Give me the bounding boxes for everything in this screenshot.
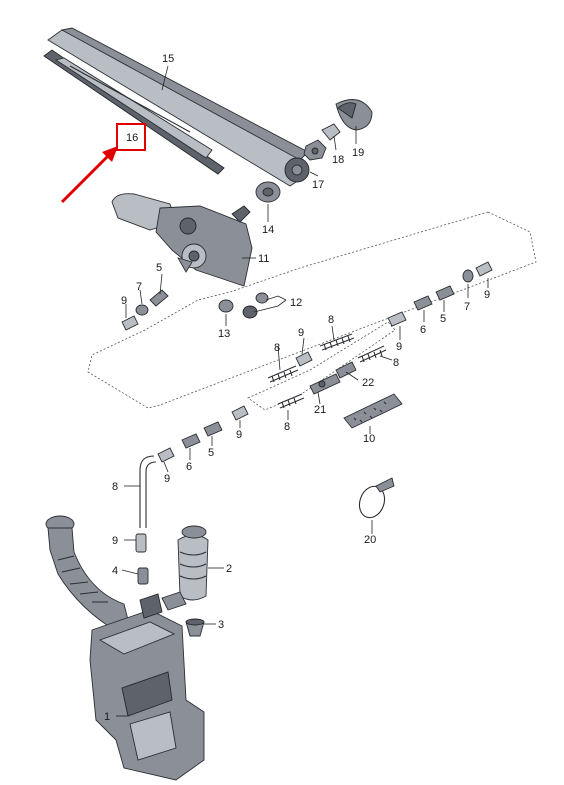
callout-4: 4 <box>112 565 118 577</box>
pump-valve <box>161 591 187 611</box>
callout-20: 20 <box>364 534 376 546</box>
callout-5-mid: 5 <box>208 447 214 459</box>
double-connector <box>335 361 357 379</box>
hose-cap-lower <box>157 447 175 463</box>
non-return-valve-mid <box>203 421 223 437</box>
callout-5-right: 5 <box>440 313 446 325</box>
hose-route-outline <box>87 211 537 409</box>
callout-5-left: 5 <box>156 262 162 274</box>
callout-2: 2 <box>226 563 232 575</box>
callout-11: 11 <box>258 253 269 265</box>
bent-hose <box>139 455 157 528</box>
washer-fluid-reservoir <box>89 593 205 781</box>
callout-8-top: 8 <box>328 314 334 326</box>
protective-sleeve <box>343 393 403 429</box>
wiper-motor <box>111 193 253 287</box>
callout-22: 22 <box>362 377 374 389</box>
washer-pump <box>177 525 209 601</box>
callout-3: 3 <box>218 619 224 631</box>
protective-spring-4 <box>277 393 305 409</box>
hose-route-inner <box>247 321 396 411</box>
callout-18: 18 <box>332 154 344 166</box>
callout-14: 14 <box>262 224 274 236</box>
callout-16: 16 <box>126 132 138 144</box>
hose-cap-left <box>121 315 139 331</box>
connector-mid <box>181 433 201 449</box>
callout-9-center: 9 <box>298 327 304 339</box>
callout-8-bottom: 8 <box>284 421 290 433</box>
callout-9-left: 9 <box>121 295 127 307</box>
hose-cap-right-top <box>475 261 493 277</box>
filler-neck <box>45 515 131 633</box>
callout-7-right: 7 <box>464 301 470 313</box>
callout-21: 21 <box>314 404 326 416</box>
callout-1: 1 <box>104 711 110 723</box>
pump-seal <box>185 618 205 637</box>
leader-lines <box>116 65 489 717</box>
protective-spring-1 <box>319 333 355 351</box>
callout-9-right-mid: 9 <box>396 341 402 353</box>
callout-6-mid: 6 <box>186 461 192 473</box>
callout-10: 10 <box>363 433 375 445</box>
t-connector <box>309 373 341 395</box>
protective-spring-2 <box>267 365 299 383</box>
connector-right <box>413 295 433 311</box>
callout-15: 15 <box>162 53 174 65</box>
callout-8-vertical: 8 <box>112 481 118 493</box>
callout-6-right: 6 <box>420 324 426 336</box>
hose-clamp <box>358 477 395 519</box>
highlight-arrow-head <box>102 146 118 162</box>
callout-13: 13 <box>218 328 230 340</box>
hose-cap-mid <box>231 405 249 421</box>
retaining-clip <box>321 123 341 141</box>
callout-9-lower: 9 <box>164 473 170 485</box>
hose-cap-center <box>295 351 313 367</box>
wiper-blade <box>43 49 225 175</box>
callout-19: 19 <box>352 147 364 159</box>
highlight-box <box>116 123 146 151</box>
callout-17: 17 <box>312 179 324 191</box>
non-return-valve <box>149 289 169 307</box>
hose-cap-vertical <box>135 533 147 553</box>
callout-8-left: 8 <box>274 342 280 354</box>
callout-7-left: 7 <box>136 281 142 293</box>
wiper-arm <box>47 27 310 187</box>
non-return-valve-right <box>435 285 455 301</box>
spray-nozzle-right <box>462 269 474 283</box>
hose-connector-4 <box>137 567 149 585</box>
callout-12: 12 <box>290 297 302 309</box>
grommet-seal <box>255 181 281 203</box>
callout-9-right-top: 9 <box>484 289 490 301</box>
highlight-arrow <box>60 152 112 204</box>
callout-9-vertical: 9 <box>112 535 118 547</box>
cover-cap <box>335 99 373 131</box>
spray-nozzle-left <box>135 304 149 316</box>
protective-spring-3 <box>357 345 387 363</box>
hose-cap-right-mid <box>387 311 407 327</box>
rubber-grommet-set <box>218 292 269 319</box>
callout-9-mid: 9 <box>236 429 242 441</box>
hex-nut <box>303 139 327 161</box>
callout-8-right: 8 <box>393 357 399 369</box>
